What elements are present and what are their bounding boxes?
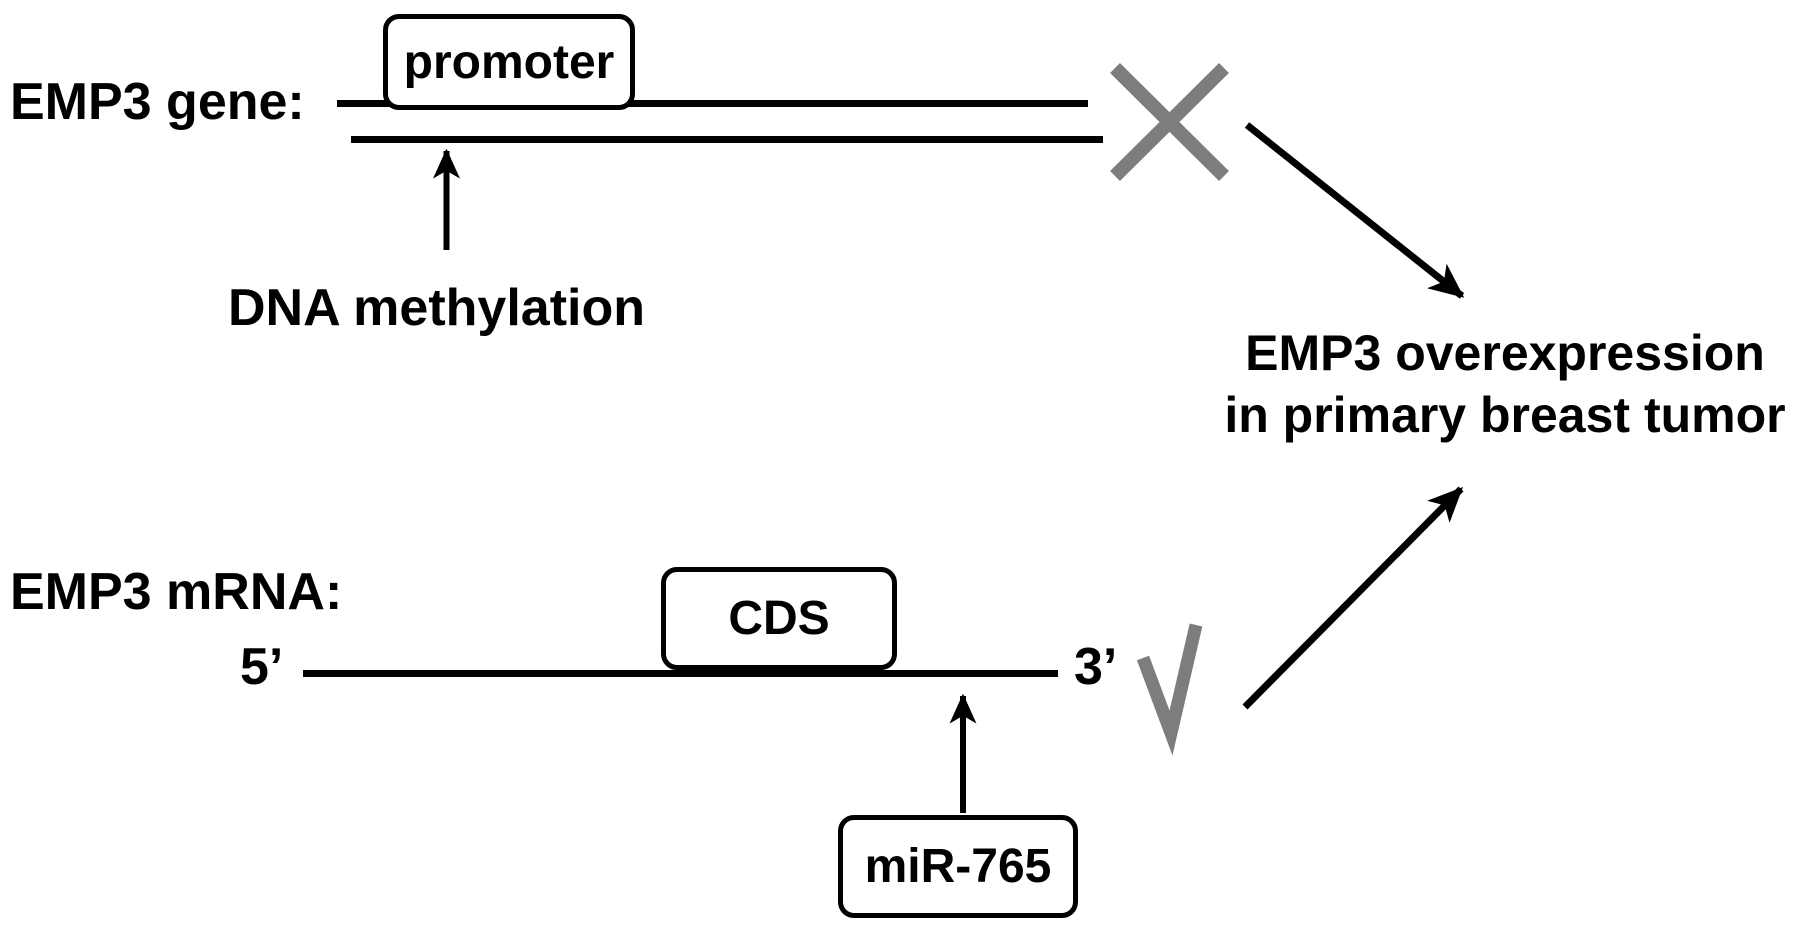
gene-to-outcome-arrow [1244, 122, 1465, 299]
cds-box: CDS [661, 567, 897, 670]
three-prime-label: 3’ [1074, 638, 1118, 696]
checkmark-icon [1136, 623, 1203, 756]
mir765-box: miR-765 [838, 815, 1078, 918]
outcome-text-line1: EMP3 overexpression [1245, 325, 1765, 381]
blocked-cross-icon [1110, 63, 1229, 181]
mrna-to-outcome-arrow [1242, 486, 1464, 710]
emp3-gene-label: EMP3 gene: [10, 73, 305, 131]
emp3-mrna-label: EMP3 mRNA: [10, 563, 343, 621]
five-prime-label: 5’ [240, 638, 284, 696]
cds-box-label: CDS [728, 592, 830, 645]
outcome-text: EMP3 overexpression in primary breast tu… [1200, 322, 1795, 446]
dna-methylation-label: DNA methylation [228, 279, 645, 337]
outcome-text-line2: in primary breast tumor [1224, 387, 1786, 443]
promoter-box-label: promoter [403, 35, 615, 89]
promoter-box: promoter [383, 14, 635, 110]
mir765-box-label: miR-765 [864, 840, 1052, 893]
